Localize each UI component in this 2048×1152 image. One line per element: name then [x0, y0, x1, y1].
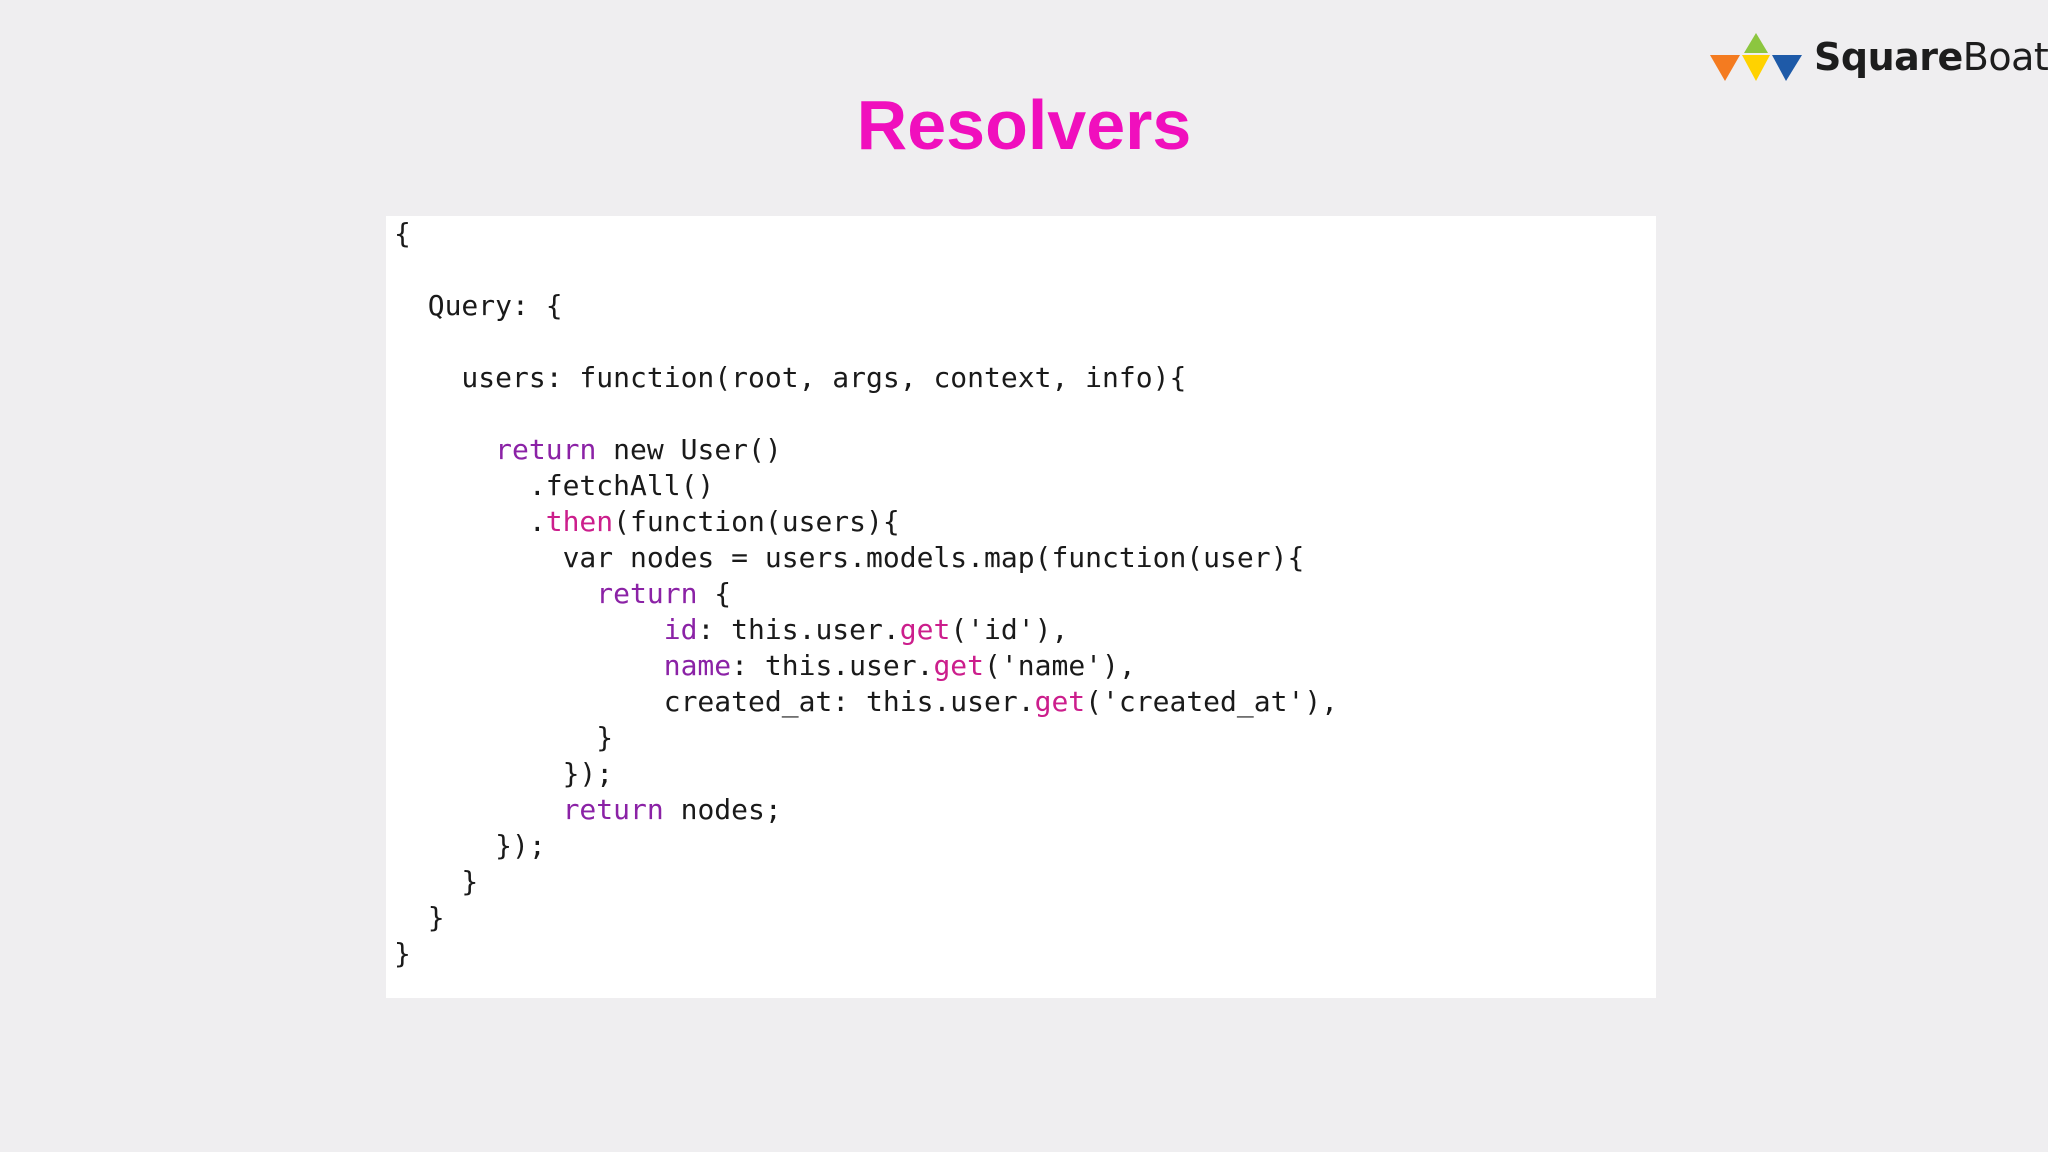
- code-line: return {: [394, 576, 1338, 612]
- code-token: [394, 649, 664, 682]
- code-token: }: [394, 937, 411, 970]
- squareboat-logo-icon: [1710, 33, 1802, 81]
- code-token: : this.user.: [697, 613, 900, 646]
- code-token: [394, 577, 596, 610]
- code-line: [394, 252, 1338, 288]
- code-panel: { Query: { users: function(root, args, c…: [386, 216, 1656, 998]
- code-token: {: [697, 577, 732, 610]
- code-line: var nodes = users.models.map(function(us…: [394, 540, 1338, 576]
- code-line: users: function(root, args, context, inf…: [394, 360, 1338, 396]
- code-line: }: [394, 720, 1338, 756]
- slide-title: Resolvers: [856, 86, 1192, 164]
- code-token: get: [933, 649, 985, 682]
- code-token: new User(): [596, 433, 782, 466]
- squareboat-logo: SquareBoat: [1710, 24, 2048, 90]
- code-token: .fetchAll(): [394, 469, 715, 502]
- code-token: return: [596, 577, 698, 610]
- code-line: .then(function(users){: [394, 504, 1338, 540]
- code-line: }: [394, 900, 1338, 936]
- code-line: .fetchAll(): [394, 468, 1338, 504]
- code-token: Query: {: [394, 289, 563, 322]
- code-token: }: [394, 721, 614, 754]
- code-token: get: [899, 613, 951, 646]
- code-line: }: [394, 864, 1338, 900]
- code-token: var nodes = users.models.map(function(us…: [394, 541, 1305, 574]
- code-token: }: [394, 865, 479, 898]
- code-token: nodes;: [663, 793, 782, 826]
- code-token: users: function(root, args, context, inf…: [394, 361, 1187, 394]
- code-token: (function(users){: [613, 505, 900, 538]
- code-token: [394, 433, 495, 466]
- code-token: [394, 613, 664, 646]
- code-line: name: this.user.get('name'),: [394, 648, 1338, 684]
- code-line: return nodes;: [394, 792, 1338, 828]
- code-token: created_at: this.user.: [394, 685, 1035, 718]
- code-token: });: [394, 757, 614, 790]
- code-token: ('id'),: [950, 613, 1069, 646]
- code-line: }: [394, 936, 1338, 972]
- code-token: });: [394, 829, 546, 862]
- code-token: get: [1034, 685, 1086, 718]
- logo-text-regular: Boat: [1962, 35, 2048, 79]
- code-token: : this.user.: [731, 649, 934, 682]
- code-line: [394, 396, 1338, 432]
- code-line: [394, 324, 1338, 360]
- code-token: return: [562, 793, 664, 826]
- code-line: {: [394, 216, 1338, 252]
- logo-wordmark: SquareBoat: [1814, 24, 2048, 90]
- code-line: created_at: this.user.get('created_at'),: [394, 684, 1338, 720]
- logo-text-bold: Square: [1814, 35, 1963, 79]
- code-block: { Query: { users: function(root, args, c…: [394, 216, 1338, 972]
- code-line: });: [394, 756, 1338, 792]
- code-line: return new User(): [394, 432, 1338, 468]
- code-token: ('name'),: [984, 649, 1136, 682]
- code-token: .: [394, 505, 546, 538]
- code-token: {: [394, 217, 411, 250]
- code-token: then: [545, 505, 614, 538]
- code-line: });: [394, 828, 1338, 864]
- code-token: ('created_at'),: [1085, 685, 1339, 718]
- code-token: id: [663, 613, 698, 646]
- code-line: id: this.user.get('id'),: [394, 612, 1338, 648]
- code-token: [394, 793, 563, 826]
- code-line: Query: {: [394, 288, 1338, 324]
- code-token: return: [495, 433, 597, 466]
- code-token: name: [663, 649, 732, 682]
- code-token: }: [394, 901, 445, 934]
